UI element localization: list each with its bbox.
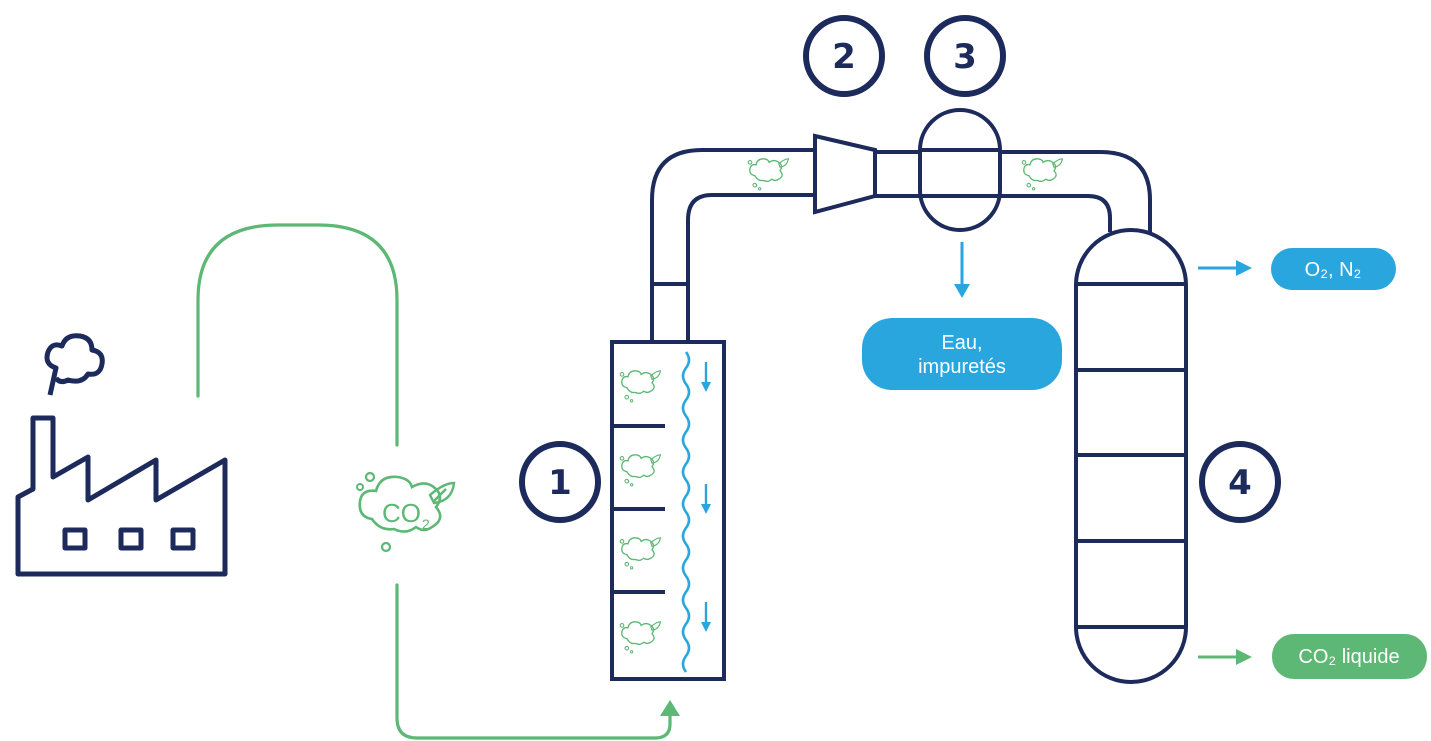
pipe xyxy=(1000,150,1152,232)
step-number: 4 xyxy=(1228,463,1252,503)
co2-label: CO xyxy=(382,498,421,528)
compressor xyxy=(813,133,877,215)
step-badge-3: 3 xyxy=(924,15,1006,97)
step-badge-4: 4 xyxy=(1199,441,1281,523)
water-label-line1: Eau, xyxy=(941,332,982,354)
gases-label: O₂, N₂ xyxy=(1305,259,1362,281)
arrow-right-icon xyxy=(1198,260,1252,276)
water-flow-line xyxy=(681,351,691,673)
co2-leaf-icon: CO 2 xyxy=(356,471,456,553)
arrow-down-icon xyxy=(701,362,711,632)
liquid-co2-output: CO₂ liquide xyxy=(1272,634,1427,679)
step-number: 3 xyxy=(953,37,977,77)
co2-leaf-icon xyxy=(747,158,790,191)
pipe xyxy=(650,148,815,342)
arrow-down-icon xyxy=(954,242,970,298)
step-number: 1 xyxy=(548,463,572,503)
gases-output: O₂, N₂ xyxy=(1271,248,1396,290)
co2-subscript: 2 xyxy=(422,516,430,532)
absorption-column xyxy=(610,340,726,681)
distillation-column xyxy=(1074,228,1188,684)
step-badge-2: 2 xyxy=(803,15,885,97)
arrow-right-icon xyxy=(1198,649,1252,665)
liquid-co2-label: CO₂ liquide xyxy=(1298,646,1399,668)
separator-vessel xyxy=(918,108,1002,232)
co2-flow-line xyxy=(196,223,672,740)
water-label-line2: impuretés xyxy=(918,356,1006,378)
co2-leaf-icon xyxy=(619,370,662,654)
step-number: 2 xyxy=(832,37,856,77)
smoke-icon xyxy=(44,333,105,396)
co2-leaf-icon xyxy=(1021,158,1064,191)
water-impurities-output: Eau, impuretés xyxy=(862,318,1062,390)
arrow-up-icon xyxy=(660,700,680,716)
step-badge-1: 1 xyxy=(519,441,601,523)
factory-icon xyxy=(15,415,228,577)
pipe xyxy=(875,150,920,198)
